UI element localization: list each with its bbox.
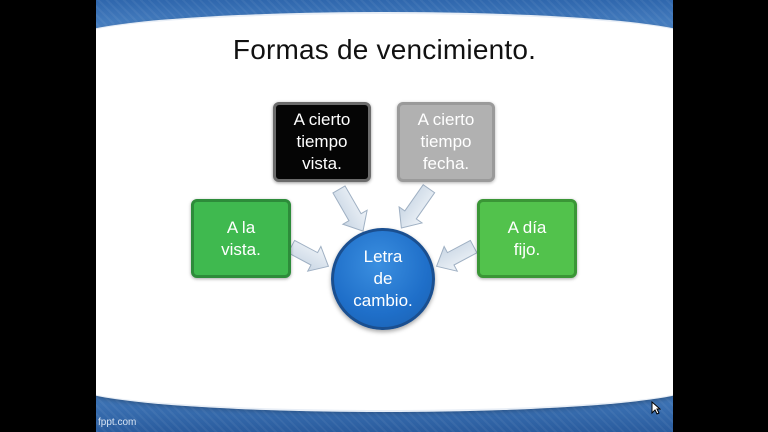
- box-la-vista: A la vista.: [191, 199, 291, 278]
- footer-watermark: fppt.com: [98, 417, 137, 428]
- box-line: vista.: [221, 239, 261, 259]
- center-letra-de-cambio: Letra de cambio.: [331, 228, 435, 330]
- center-line: de: [373, 269, 393, 288]
- box-cierto-tiempo-vista: A cierto tiempo vista.: [273, 102, 371, 182]
- arrow-from-cierto-tiempo-fecha: [398, 183, 436, 229]
- box-line: A cierto: [417, 110, 475, 129]
- center-line: cambio.: [353, 291, 413, 310]
- slide-title: Formas de vencimiento.: [232, 34, 537, 65]
- box-line: A cierto: [293, 110, 351, 129]
- box-line: vista.: [302, 154, 342, 173]
- arrow-from-dia-fijo: [435, 239, 478, 272]
- box-dia-fijo: A día fijo.: [477, 199, 577, 278]
- box-cierto-tiempo-fecha: A cierto tiempo fecha.: [397, 102, 495, 182]
- box-line: fijo.: [513, 239, 541, 259]
- box-line: tiempo: [420, 132, 472, 151]
- box-line: A día: [507, 217, 547, 237]
- arrow-from-la-vista: [287, 239, 330, 272]
- box-line: A la: [226, 217, 256, 237]
- arrow-from-cierto-tiempo-vista: [332, 185, 368, 232]
- center-line: Letra: [363, 247, 403, 266]
- mouse-cursor-icon: [651, 401, 661, 415]
- box-line: tiempo: [296, 132, 348, 151]
- box-line: fecha.: [422, 154, 470, 173]
